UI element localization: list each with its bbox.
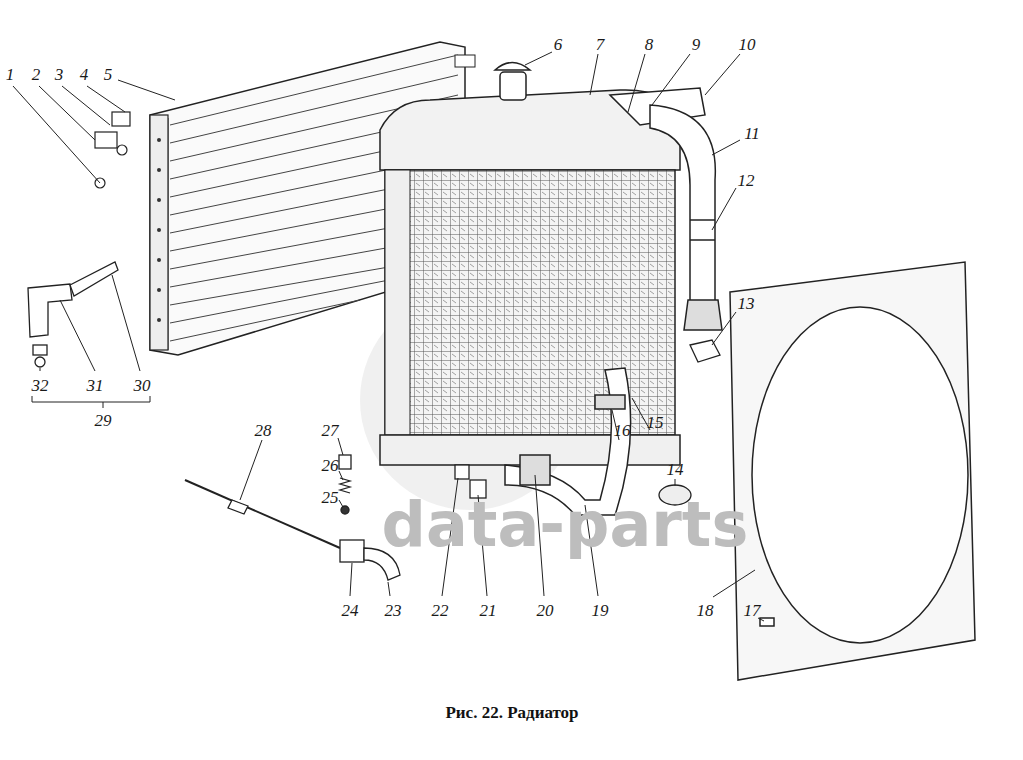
callout-number: 26: [322, 457, 339, 474]
callout-number: 17: [744, 602, 761, 619]
callout-number: 4: [80, 66, 89, 83]
callout-number: 8: [645, 36, 654, 53]
callout-number: 31: [87, 377, 104, 394]
callout-number: 24: [342, 602, 359, 619]
callout-number: 16: [614, 422, 631, 439]
callout-number: 2: [32, 66, 41, 83]
figure-caption: Рис. 22. Радиатор: [445, 704, 578, 721]
callout-number: 23: [385, 602, 402, 619]
callout-number: 6: [554, 36, 563, 53]
callout-number: 7: [596, 36, 605, 53]
callout-number: 27: [322, 422, 339, 439]
callout-number: 18: [697, 602, 714, 619]
callout-number: 19: [592, 602, 609, 619]
callout-number: 14: [667, 461, 684, 478]
callout-number: 22: [432, 602, 449, 619]
callout-number: 25: [322, 489, 339, 506]
callout-number: 5: [104, 66, 113, 83]
callout-number: 32: [32, 377, 49, 394]
callout-number: 21: [480, 602, 497, 619]
callout-number: 20: [537, 602, 554, 619]
callout-number: 11: [744, 125, 760, 142]
callout-number: 9: [692, 36, 701, 53]
callout-number: 30: [134, 377, 151, 394]
callout-number: 3: [55, 66, 64, 83]
callout-number: 28: [255, 422, 272, 439]
watermark: data-parts: [382, 494, 749, 556]
callout-number: 10: [739, 36, 756, 53]
callout-number: 12: [738, 172, 755, 189]
callout-number: 13: [738, 295, 755, 312]
callout-number: 1: [6, 66, 15, 83]
callout-number: 29: [95, 412, 112, 429]
callout-number: 15: [647, 414, 664, 431]
